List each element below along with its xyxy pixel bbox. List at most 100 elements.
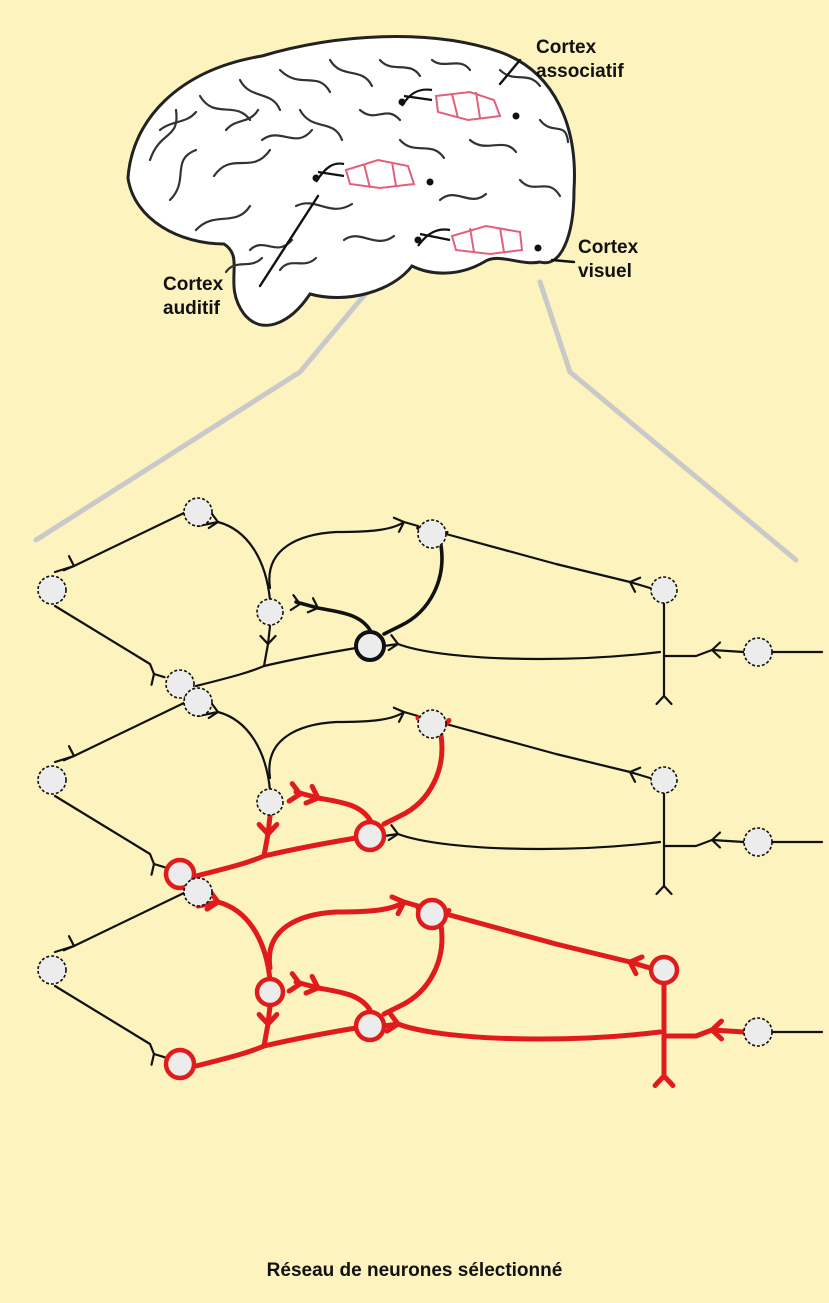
synapse-fork [389,894,407,917]
soma-neuron-4 [417,519,447,549]
dendrite-p2 [53,984,156,1056]
brain-node [426,178,434,186]
synapse-fork [150,862,166,876]
network-panel-1 [37,497,824,706]
brain-fold [198,94,252,122]
brain-fold [224,256,264,274]
brain-outline [126,35,576,327]
soma-neuron-2 [183,687,213,717]
synapse-fork [207,512,220,530]
dendrite-p3 [196,710,272,792]
brain-fold [518,178,562,198]
pointer-visual [550,258,576,264]
dendrite-p9 [262,646,358,668]
brain-fold [278,256,318,272]
soma-neuron-2 [183,877,213,907]
synapse-fork [256,1012,280,1027]
network-panel-3 [37,877,824,1088]
dendrite-p5 [443,911,653,971]
soma-neuron-1 [37,575,67,605]
zoom-lines [33,259,799,563]
synapse-fork [628,576,642,593]
brain [126,35,576,327]
brain-network-nodes [312,98,542,252]
dendrite-p10 [382,832,662,851]
dendrite-p10 [382,642,662,661]
soma-neuron-8 [743,637,773,667]
synapse-fork [709,1018,724,1042]
label-auditory-cortex-line2: auditif [163,298,220,319]
dendrite-p2 [53,794,156,866]
soma-neuron-4 [415,897,449,931]
synapse-fork [207,702,220,720]
soma-neuron-6 [650,766,678,794]
connection-3 [417,228,451,247]
brain-fold [498,68,542,88]
dendrite-p4 [268,520,420,590]
brain-fold [238,78,282,112]
dendrite-p12 [662,838,746,848]
brain-fold [260,128,314,142]
brain-fold [328,58,374,88]
dendrite-p9 [261,835,359,859]
brain-fold [398,138,446,160]
synapse-fork [286,971,303,994]
label-associative-cortex: Cortex associatif [536,36,624,84]
brain-fold [342,234,396,242]
pointer-auditory [258,194,320,288]
label-pointers [258,58,576,288]
dendrite-p1 [53,700,188,764]
dendrite-p1 [53,890,188,954]
label-visual-cortex-line1: Cortex [578,237,639,258]
soma-neuron-3 [254,976,286,1008]
synapse-fork [652,1073,676,1088]
soma-neuron-5 [353,1009,387,1043]
brain-node [512,112,520,120]
soma-neuron-4 [417,709,447,739]
dendrite-p1 [53,510,188,574]
synapse-fork [710,641,722,659]
synapse-fork [204,889,221,912]
brain-fold [438,192,488,202]
synapse-fork [628,766,642,783]
brain-fold [538,118,570,144]
dendrite-p8 [194,624,272,688]
synapse-fork [392,516,406,533]
brain-fold [468,138,518,154]
dendrite-p9 [261,1025,359,1049]
soma-neuron-5 [353,819,387,853]
brain-fold [224,108,260,132]
label-auditory-cortex-line1: Cortex [163,274,224,295]
dendrite-p7 [293,789,373,823]
synapse-fork [710,831,722,849]
synapse-fork [627,954,645,977]
brain-fold [212,148,272,178]
dendrite-p2 [53,604,156,676]
synapse-fork [256,822,280,837]
synapse-fork [387,824,400,842]
soma-neuron-7 [165,669,195,699]
dendrite-p4 [266,899,421,971]
brain-fold [378,58,422,78]
caption: Réseau de neurones sélectionné [266,1260,563,1281]
label-auditory-cortex: Cortex auditif [163,273,223,321]
synapse-fork [289,594,302,612]
soma-neuron-1 [37,765,67,795]
synapse-fork [150,1052,166,1066]
association-network [434,90,502,122]
synapse-fork [303,973,321,996]
brain-node [414,236,422,244]
label-associative-cortex-line2: associatif [536,61,624,82]
brain-fold [430,58,472,72]
brain-fold [298,108,344,142]
synapse-fork [62,935,76,952]
dendrite-p4 [268,710,420,780]
synapse-fork [392,706,406,723]
soma-neuron-5 [354,630,386,662]
label-associative-cortex-line1: Cortex [536,37,597,58]
synapse-fork [655,884,673,896]
soma-neuron-6 [650,576,678,604]
brain-fold [358,108,402,122]
dendrite-p7 [293,979,373,1013]
